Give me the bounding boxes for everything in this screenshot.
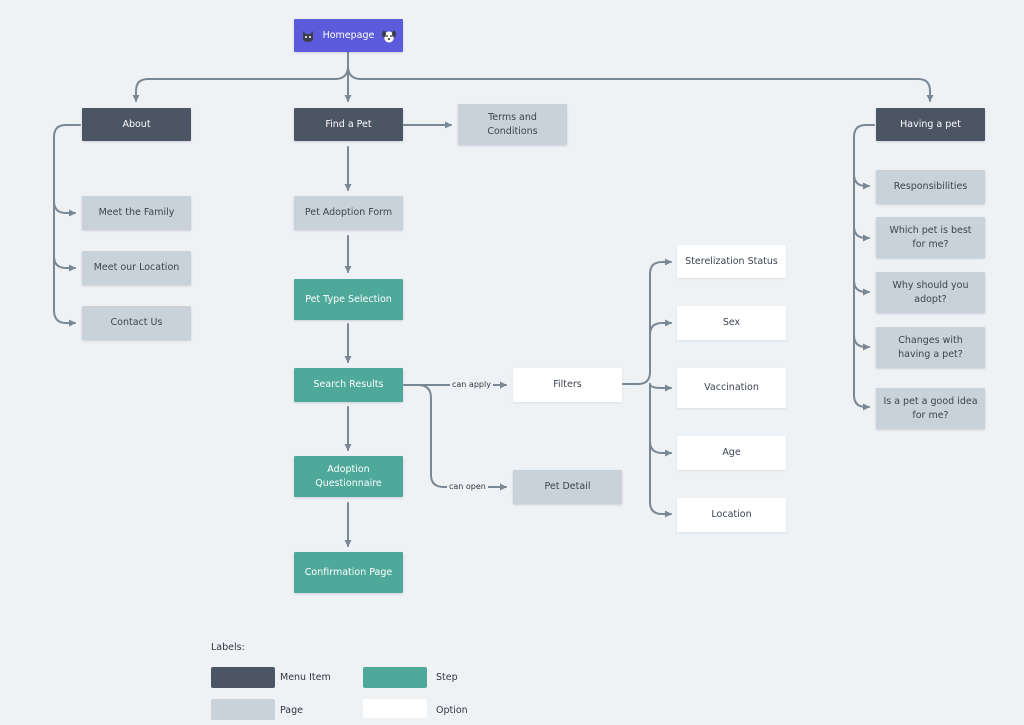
good-idea-node[interactable]: Is a pet a good idea for me?: [876, 388, 985, 429]
legend-swatch-step: [363, 667, 427, 688]
age-option[interactable]: Age: [677, 436, 786, 470]
filters-node[interactable]: Filters: [513, 368, 622, 402]
meet-our-location-node[interactable]: Meet our Location: [82, 251, 191, 285]
legend-label-page: Page: [280, 705, 303, 716]
confirmation-page-node[interactable]: Confirmation Page: [294, 552, 403, 593]
legend-swatch-option: [363, 699, 427, 718]
terms-and-conditions-node[interactable]: Terms and Conditions: [458, 104, 567, 145]
edge-label-can-apply: can apply: [450, 380, 493, 390]
legend-swatch-page: [211, 699, 275, 720]
sex-option[interactable]: Sex: [677, 306, 786, 340]
dog-face-icon: [381, 28, 397, 44]
find-a-pet-node[interactable]: Find a Pet: [294, 108, 403, 141]
legend-label-step: Step: [436, 672, 458, 683]
cat-face-icon: [300, 28, 316, 44]
search-results-node[interactable]: Search Results: [294, 368, 403, 402]
adoption-questionnaire-node[interactable]: Adoption Questionnaire: [294, 456, 403, 497]
having-a-pet-node[interactable]: Having a pet: [876, 108, 985, 141]
responsibilities-node[interactable]: Responsibilities: [876, 170, 985, 204]
location-option[interactable]: Location: [677, 498, 786, 532]
edge-label-can-open: can open: [447, 482, 488, 492]
vaccination-option[interactable]: Vaccination: [677, 368, 786, 408]
changes-node[interactable]: Changes with having a pet?: [876, 327, 985, 368]
homepage-node[interactable]: Homepage: [294, 19, 403, 52]
contact-us-node[interactable]: Contact Us: [82, 306, 191, 340]
legend-label-menu-item: Menu Item: [280, 672, 331, 683]
meet-the-family-node[interactable]: Meet the Family: [82, 196, 191, 230]
legend-label-option: Option: [436, 705, 468, 716]
which-pet-node[interactable]: Which pet is best for me?: [876, 217, 985, 258]
legend-swatch-menu-item: [211, 667, 275, 688]
about-node[interactable]: About: [82, 108, 191, 141]
sterelization-status-option[interactable]: Sterelization Status: [677, 245, 786, 278]
pet-adoption-form-node[interactable]: Pet Adoption Form: [294, 196, 403, 230]
why-adopt-node[interactable]: Why should you adopt?: [876, 272, 985, 313]
pet-type-selection-node[interactable]: Pet Type Selection: [294, 279, 403, 320]
legend-title: Labels:: [211, 642, 245, 653]
homepage-label: Homepage: [322, 29, 375, 41]
pet-detail-node[interactable]: Pet Detail: [513, 470, 622, 504]
